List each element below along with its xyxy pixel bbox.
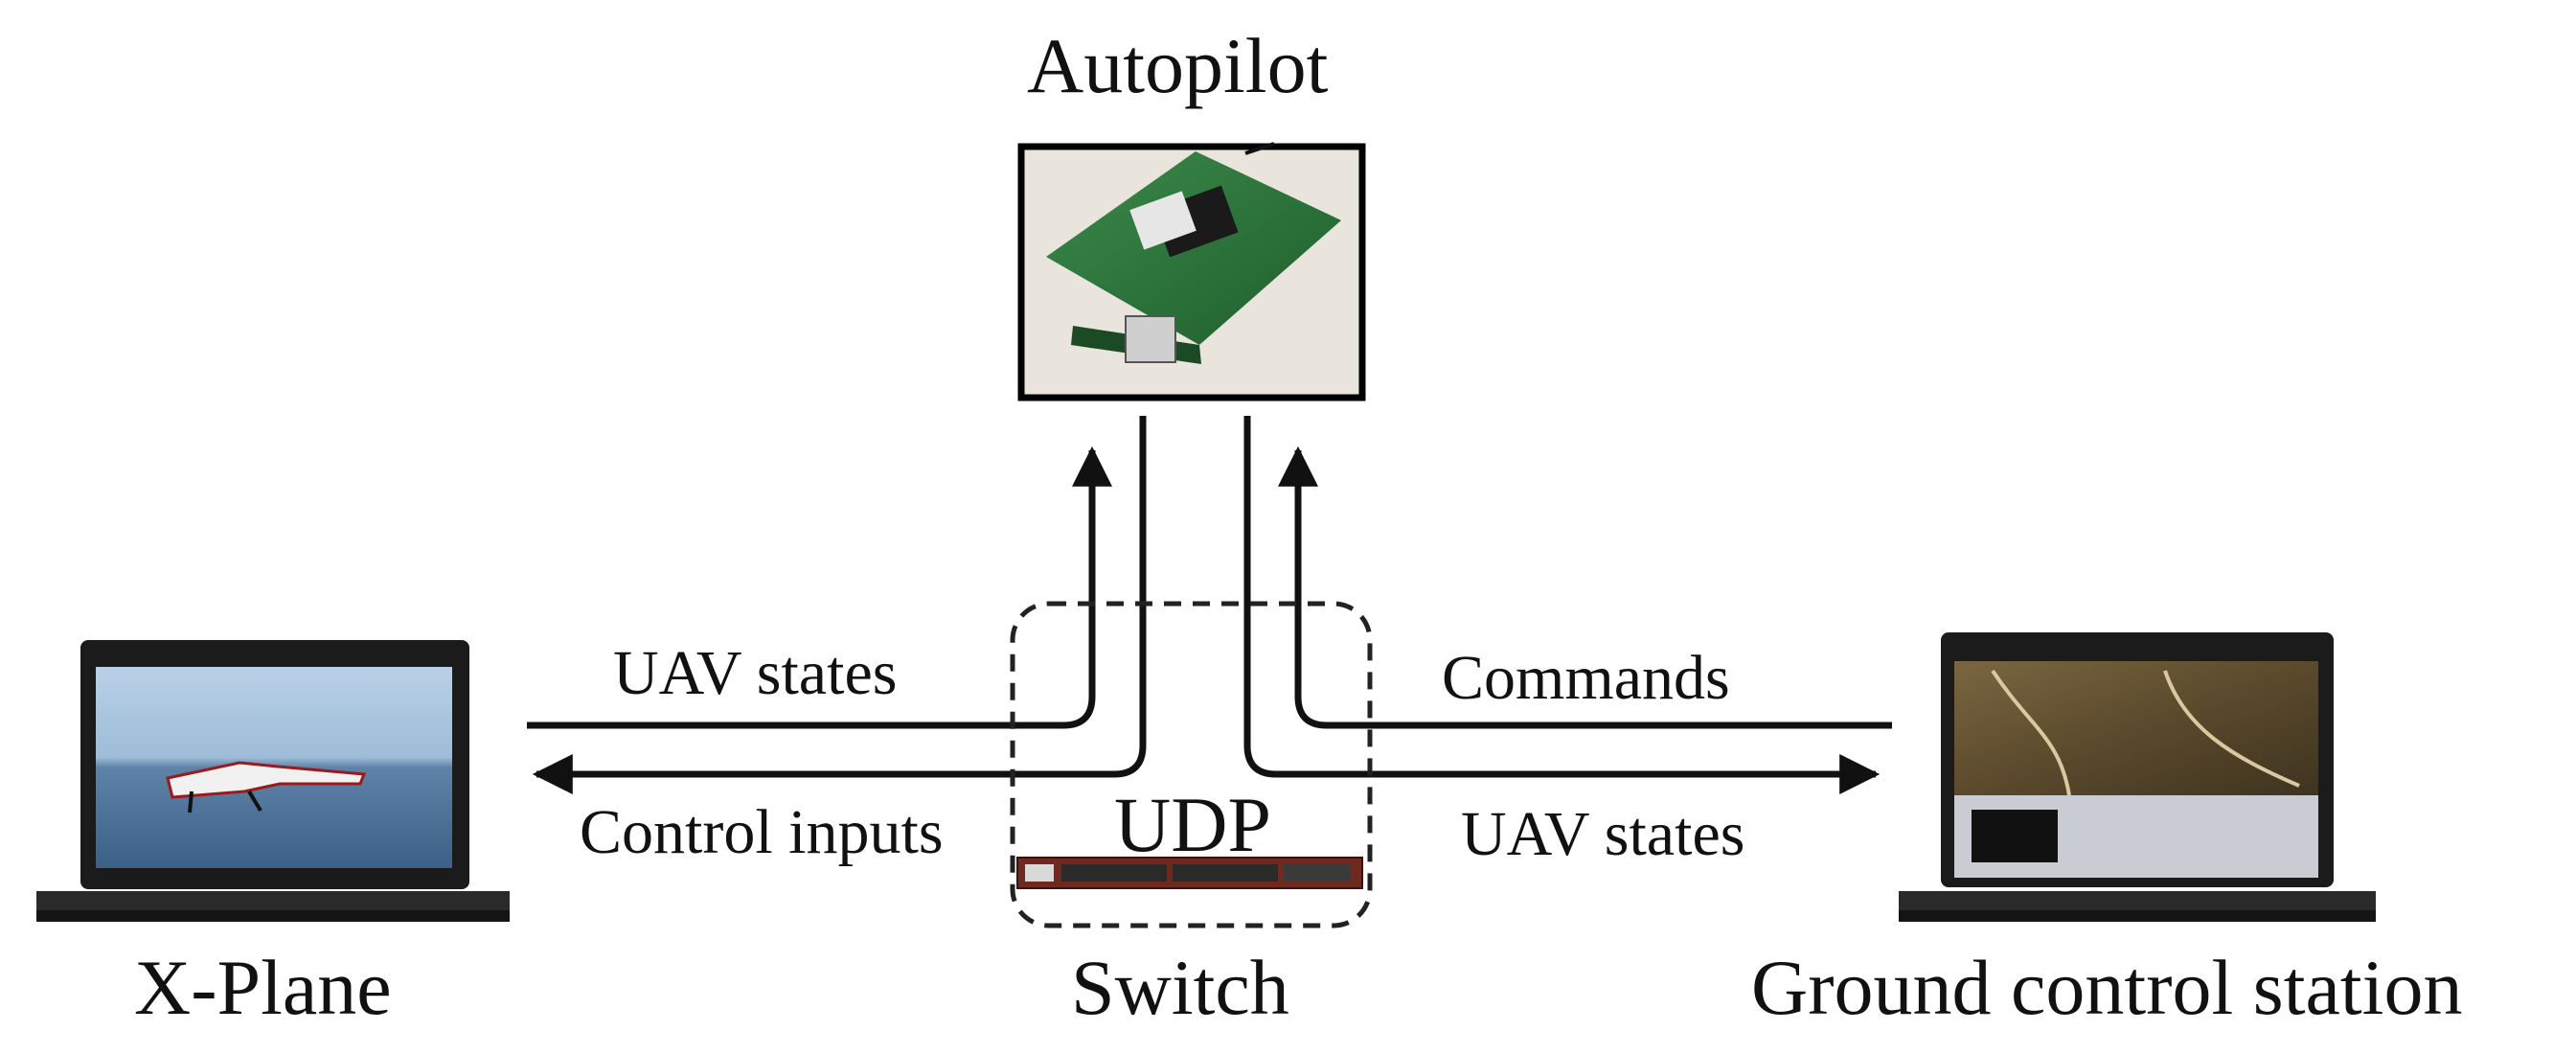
- autopilot-to-xplane-arrow: [532, 416, 1147, 794]
- xplane-label: X-Plane: [134, 944, 392, 1031]
- xplane-laptop: [36, 640, 510, 922]
- autopilot-links: [527, 416, 1892, 794]
- xplane-to-autopilot-label: UAV states: [613, 638, 898, 708]
- gcs-laptop: [1899, 632, 2376, 922]
- autopilot-to-xplane-label: Control inputs: [580, 797, 944, 867]
- switch-label: Switch: [1071, 944, 1289, 1031]
- udp-label: UDP: [1114, 781, 1272, 868]
- xplane-to-autopilot-arrow: [527, 446, 1112, 729]
- autopilot-to-gcs-label: UAV states: [1461, 799, 1745, 869]
- gcs-to-autopilot-arrow: [1278, 446, 1892, 729]
- gcs-label: Ground control station: [1751, 944, 2463, 1031]
- switch-box: [1010, 601, 1373, 928]
- autopilot-label: Autopilot: [1027, 22, 1329, 109]
- autopilot-to-gcs-arrow: [1243, 416, 1881, 794]
- autopilot-photo: [1017, 142, 1366, 401]
- gcs-to-autopilot-label: Commands: [1442, 643, 1730, 713]
